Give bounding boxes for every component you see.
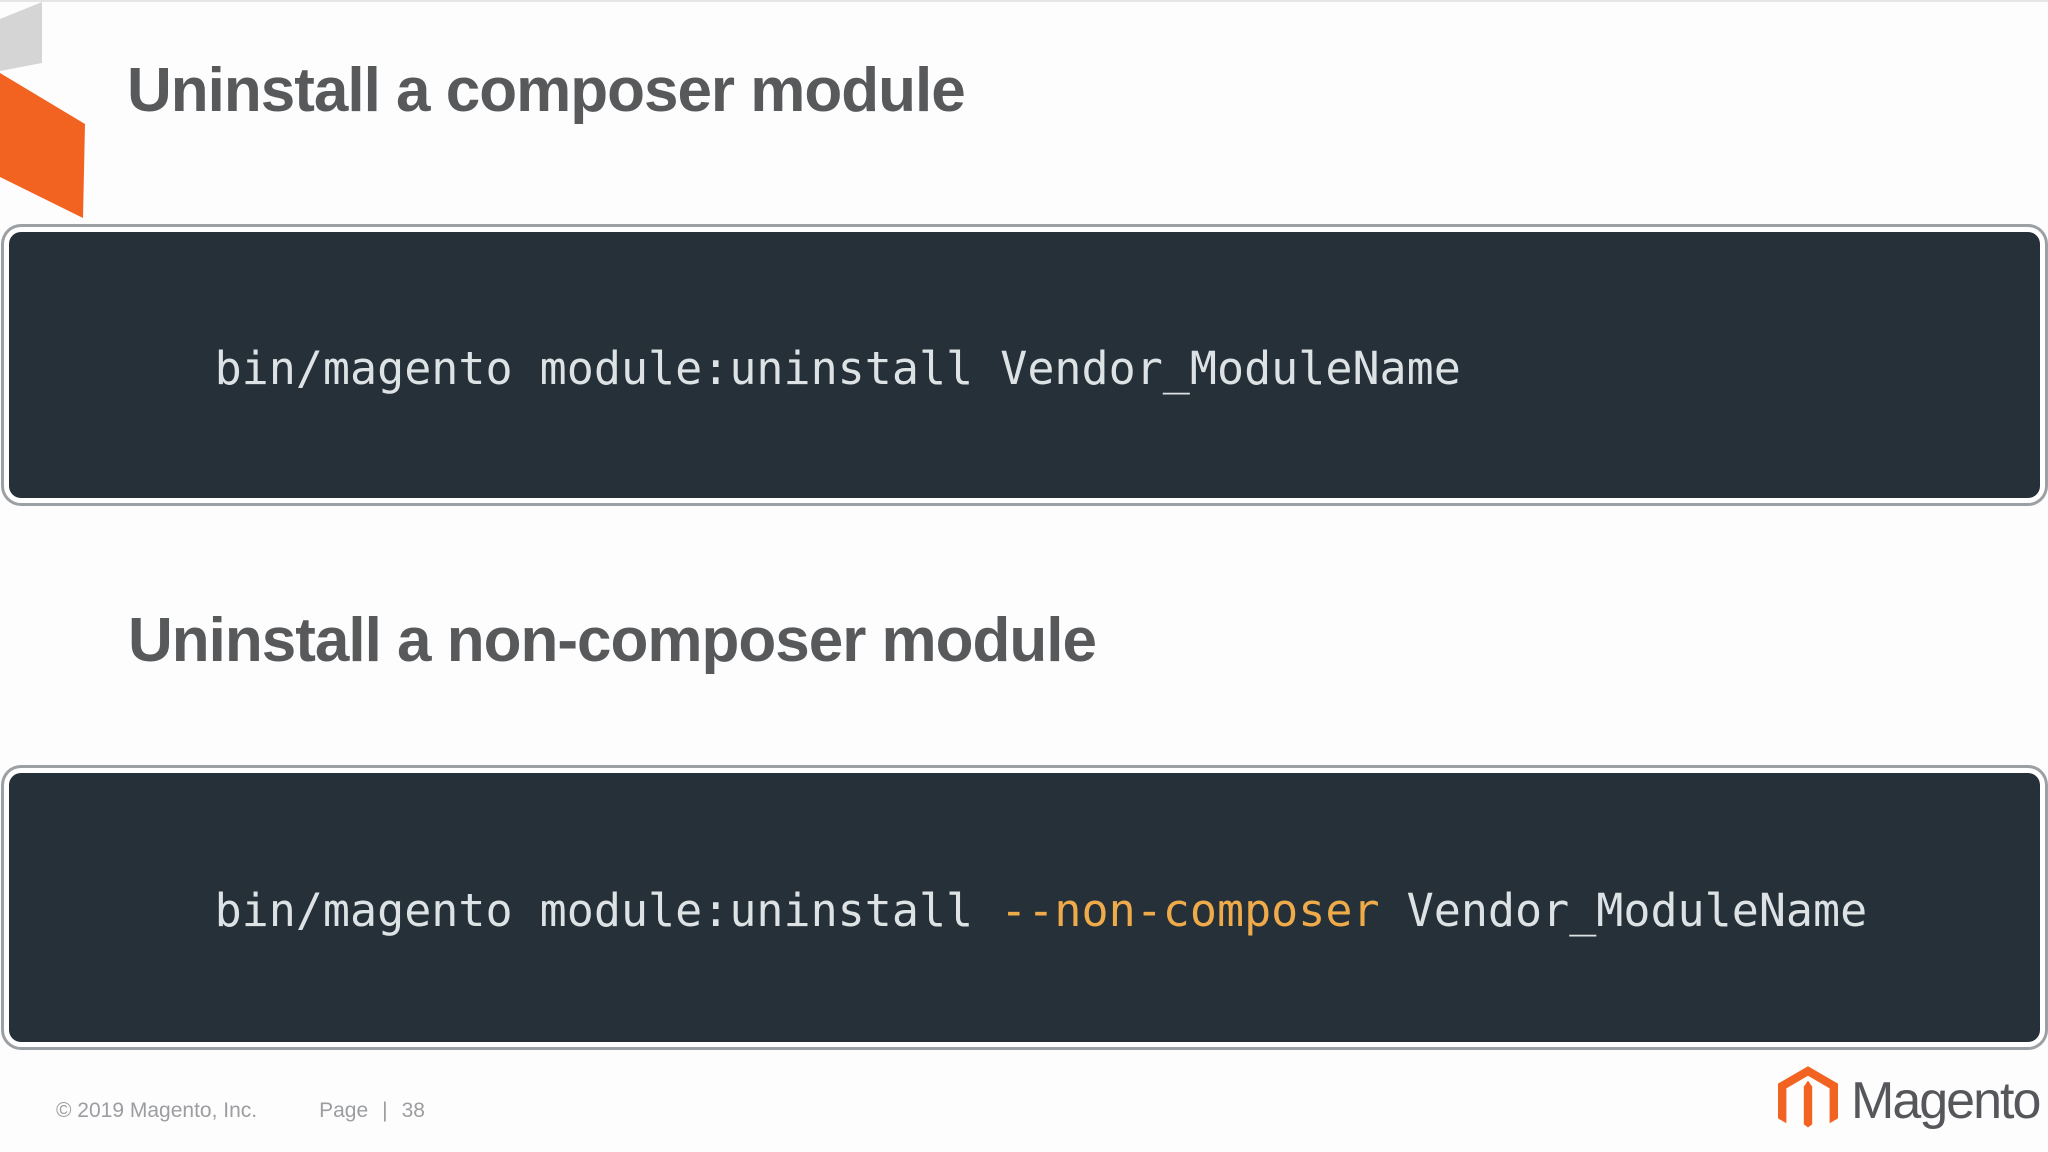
- page-label: Page: [319, 1099, 369, 1122]
- ribbon-gray-shape: [0, 2, 42, 71]
- copyright-text: © 2019 Magento, Inc.: [56, 1099, 258, 1122]
- magento-logo: Magento: [1778, 1064, 2041, 1138]
- code-block-non-composer-command: bin/magento module:uninstall --non-compo…: [9, 773, 2040, 1042]
- ribbon-orange-shape: [0, 73, 85, 218]
- corner-ribbon-decoration: [0, 2, 85, 218]
- page-separator: |: [382, 1099, 388, 1122]
- code-command-text: bin/magento module:uninstall Vendor_Modu…: [214, 341, 1461, 395]
- top-edge-divider: [0, 0, 2048, 2]
- code-flag-non-composer: --non-composer: [1000, 884, 1380, 937]
- magento-wordmark: Magento: [1851, 1072, 2041, 1130]
- page-number: 38: [401, 1099, 425, 1122]
- code-line: bin/magento module:uninstall Vendor_Modu…: [9, 283, 1461, 448]
- title-uninstall-non-composer-module: Uninstall a non-composer module: [128, 606, 1097, 675]
- slide-footer: © 2019 Magento, Inc. Page | 38: [56, 1098, 425, 1124]
- title-uninstall-composer-module: Uninstall a composer module: [127, 56, 966, 125]
- code-line: bin/magento module:uninstall --non-compo…: [9, 825, 1868, 990]
- code-command-prefix: bin/magento module:uninstall: [214, 884, 1001, 937]
- magento-m-icon: [1778, 1066, 1838, 1128]
- code-command-suffix: Vendor_ModuleName: [1379, 884, 1868, 937]
- code-block-composer-command: bin/magento module:uninstall Vendor_Modu…: [9, 232, 2040, 498]
